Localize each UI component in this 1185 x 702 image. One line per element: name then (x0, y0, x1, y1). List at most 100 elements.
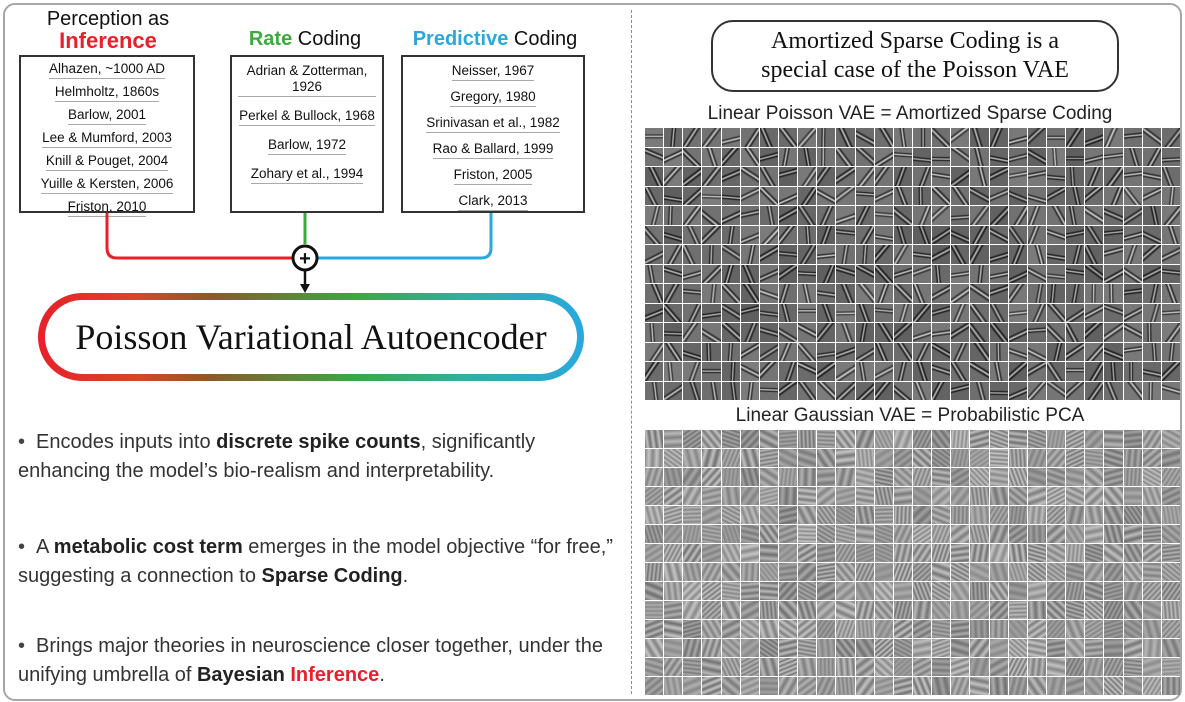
filter-tile (893, 677, 912, 695)
filter-tile (1046, 544, 1066, 562)
filter-tile (702, 544, 721, 562)
filter-tile (1142, 225, 1161, 244)
filter-tile (1027, 186, 1046, 205)
filter-tile (664, 620, 683, 638)
filter-tile (893, 264, 912, 283)
filter-tile (893, 563, 912, 581)
filter-tile (874, 544, 893, 562)
filter-tile (1104, 128, 1123, 147)
filter-tile (893, 430, 912, 448)
filter-tile (1027, 563, 1046, 581)
filter-tile (645, 342, 664, 361)
filter-tile (1123, 303, 1142, 322)
filter-tile (951, 264, 970, 283)
filter-tile (1008, 264, 1027, 283)
predictive-title-highlight: Predictive (412, 28, 509, 50)
filter-tile (855, 468, 874, 486)
filter-tile (759, 362, 778, 381)
filter-tile (1142, 264, 1161, 283)
filter-tile (778, 582, 798, 600)
filter-tile (951, 284, 970, 303)
filter-tile (1104, 264, 1123, 283)
filter-tile (836, 186, 855, 205)
filter-tile (1066, 563, 1085, 581)
filter-tile (778, 487, 798, 505)
filter-tile (645, 563, 664, 581)
filter-tile (836, 620, 855, 638)
filter-tile (1008, 128, 1027, 147)
filter-tile (855, 323, 874, 342)
filter-tile (1161, 342, 1180, 361)
reference-item: Helmholtz, 1860s (54, 84, 160, 102)
filter-tile (874, 362, 893, 381)
filter-tile (817, 544, 836, 562)
filter-tile (836, 468, 855, 486)
filter-tile (989, 582, 1008, 600)
filter-tile (798, 658, 817, 676)
filter-tile (893, 639, 912, 657)
filter-tile (1008, 206, 1027, 225)
filter-tile (1085, 264, 1104, 283)
filter-tile (1027, 430, 1046, 448)
filter-tile (951, 658, 970, 676)
filter-tile (1046, 677, 1066, 695)
filter-tile (1123, 147, 1142, 166)
filter-tile (932, 601, 951, 619)
filter-tile (932, 342, 951, 361)
filter-tile (836, 544, 855, 562)
filter-tile (702, 147, 721, 166)
filter-tile (989, 620, 1008, 638)
filter-tile (912, 506, 932, 524)
filter-tile (970, 186, 989, 205)
filter-tile (932, 525, 951, 543)
filter-tile (1085, 677, 1104, 695)
reference-item: Gregory, 1980 (450, 89, 536, 107)
filter-tile (683, 342, 702, 361)
filter-tile (874, 303, 893, 322)
filter-tile (912, 167, 932, 186)
filter-tile (721, 487, 740, 505)
filter-tile (759, 639, 778, 657)
filter-tile (1142, 303, 1161, 322)
filter-tile (1104, 284, 1123, 303)
filter-tile (989, 487, 1008, 505)
filter-tile (874, 206, 893, 225)
filter-tile (702, 658, 721, 676)
filter-tile (836, 245, 855, 264)
bullet-bayesian-inference: •Brings major theories in neuroscience c… (18, 635, 603, 686)
filter-tile (664, 639, 683, 657)
filter-tile (645, 303, 664, 322)
filter-tile (683, 487, 702, 505)
filter-tile (836, 264, 855, 283)
filter-tile (874, 245, 893, 264)
filter-tile (989, 186, 1008, 205)
filter-tile (1066, 245, 1085, 264)
filter-tile (1066, 381, 1085, 400)
filter-tile (836, 284, 855, 303)
filter-tile (893, 206, 912, 225)
filter-tile (1008, 620, 1027, 638)
filter-tile (683, 449, 702, 467)
filter-tile (1104, 323, 1123, 342)
filter-tile (759, 525, 778, 543)
filter-tile (683, 284, 702, 303)
filter-tile (740, 128, 759, 147)
connector-wires: + (105, 213, 493, 293)
filter-tile (759, 449, 778, 467)
filter-tile (893, 167, 912, 186)
filter-tile (1008, 658, 1027, 676)
filter-tile (951, 303, 970, 322)
filter-tile (893, 525, 912, 543)
filter-tile (970, 167, 989, 186)
filter-tile (1142, 544, 1161, 562)
filter-tile (1027, 381, 1046, 400)
filter-tile (702, 225, 721, 244)
reference-item: Yuille & Kersten, 2006 (40, 176, 174, 194)
filter-tile (759, 206, 778, 225)
filter-tile (664, 544, 683, 562)
filter-tile (778, 167, 798, 186)
filter-tile (951, 225, 970, 244)
panel-divider (631, 10, 632, 694)
filter-tile (798, 245, 817, 264)
predictive-column-title: Predictive Coding (395, 28, 595, 50)
